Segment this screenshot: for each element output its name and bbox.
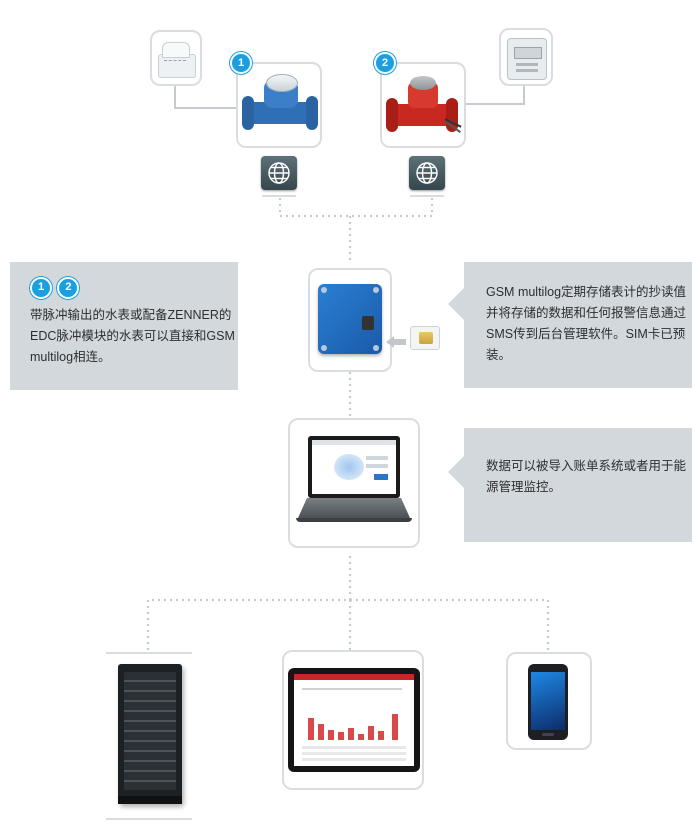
note-badge-2: 2: [57, 276, 80, 299]
note-pulse-meters: 1 2 带脉冲输出的水表或配备ZENNER的 EDC脉冲模块的水表可以直接和GS…: [10, 262, 238, 390]
sim-card-icon: [410, 326, 440, 350]
pulse-module-icon: [158, 40, 196, 78]
globe-underline: [410, 195, 444, 197]
smartphone-icon: [528, 664, 568, 740]
pulse-module-frame: [150, 30, 202, 86]
note-pointer: [448, 456, 464, 488]
globe-icon: [261, 156, 297, 190]
heat-display-frame: [499, 28, 553, 86]
water-meter-frame: [236, 62, 322, 148]
tablet-icon: [288, 668, 420, 772]
heat-display-icon: [507, 38, 547, 80]
hot-water-meter-frame: [380, 62, 466, 148]
note-gsm-multilog: GSM multilog定期存储表计的抄读值 并将存储的数据和任何报警信息通过 …: [464, 262, 692, 388]
meter-2-badge: 2: [374, 52, 396, 74]
water-meter-icon: [242, 74, 318, 140]
meter-1-badge: 1: [230, 52, 252, 74]
arrow-left-icon: [384, 334, 408, 355]
gsm-multilog-frame: [308, 268, 392, 372]
note-text-line: 带脉冲输出的水表或配备ZENNER的: [30, 307, 232, 322]
note-pointer: [448, 288, 464, 320]
globe-underline: [262, 195, 296, 197]
server-rack-icon: [118, 664, 182, 804]
note-text-line: multilog相连。: [30, 349, 111, 364]
gsm-multilog-icon: [318, 284, 382, 354]
globe-icon: [409, 156, 445, 190]
note-text-line: 装。: [486, 348, 512, 362]
note-billing: 数据可以被导入账单系统或者用于能 源管理监控。: [464, 428, 692, 542]
note-badge-1: 1: [30, 276, 52, 299]
note-text-line: GSM multilog定期存储表计的抄读值: [486, 285, 687, 299]
note-text-line: 源管理监控。: [486, 480, 562, 494]
note-text-line: 并将存储的数据和任何报警信息通过: [486, 306, 687, 320]
laptop-icon: [296, 436, 412, 532]
note-text-line: 数据可以被导入账单系统或者用于能: [486, 459, 687, 473]
note-text-line: EDC脉冲模块的水表可以直接和GSM: [30, 328, 235, 343]
laptop-frame: [288, 418, 420, 548]
frame-underline: [106, 818, 192, 820]
note-text-line: SMS传到后台管理软件。SIM卡已预: [486, 327, 686, 341]
hot-water-meter-icon: [386, 76, 462, 140]
